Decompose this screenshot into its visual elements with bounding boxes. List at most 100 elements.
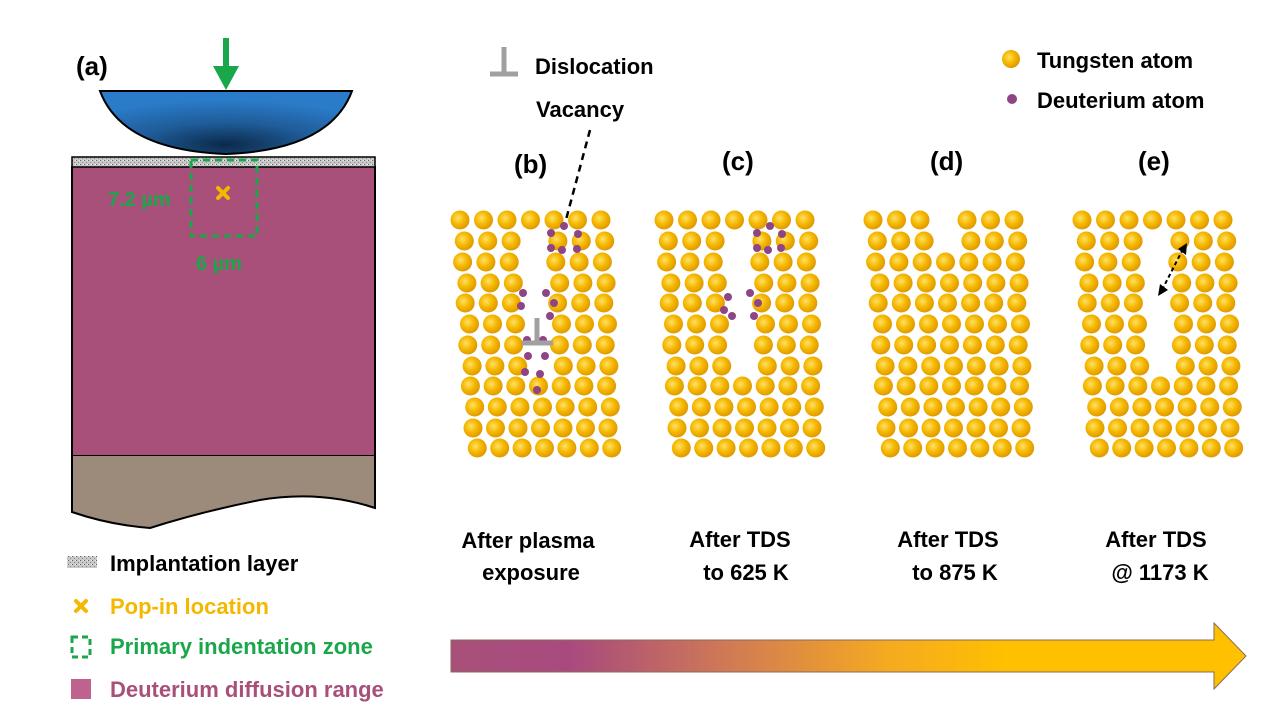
tungsten-atom [1079, 273, 1099, 293]
tungsten-atom [487, 397, 507, 417]
tungsten-atom [463, 418, 483, 438]
tungsten-atom [914, 231, 934, 251]
primary-indentation-zone [189, 158, 259, 238]
tungsten-atom [1130, 418, 1150, 438]
tungsten-atom [912, 252, 932, 272]
tungsten-atom [1098, 252, 1118, 272]
tungsten-atom [457, 273, 477, 293]
tungsten-atom [1219, 376, 1239, 396]
tungsten-atom [970, 438, 990, 458]
legend-implantation: Implantation layer [110, 551, 299, 576]
tungsten-atom [1075, 252, 1095, 272]
tungsten-atom [780, 418, 799, 438]
atom-lattices [450, 210, 1244, 458]
tungsten-atom [1080, 335, 1100, 355]
tungsten-atom [966, 418, 986, 438]
tungsten-atom [1121, 252, 1141, 272]
caption-b-line1: After plasma [461, 528, 595, 553]
tungsten-atom [735, 418, 754, 438]
tungsten-atom [798, 293, 818, 313]
tungsten-atom [1126, 335, 1146, 355]
tungsten-atom [1102, 273, 1122, 293]
deuterium-atom [574, 230, 582, 238]
deuterium-atom [766, 222, 774, 230]
tungsten-atom [553, 418, 573, 438]
tungsten-atom [1200, 397, 1220, 417]
tungsten-atom [1082, 314, 1101, 334]
legend-tungsten: Tungsten atom [1037, 48, 1193, 73]
tungsten-atom [1009, 273, 1029, 293]
tungsten-atom [707, 273, 727, 293]
tungsten-atom [1107, 356, 1127, 376]
tungsten-atom [938, 293, 957, 313]
tungsten-atom [1125, 273, 1145, 293]
tungsten-atom [549, 335, 569, 355]
tungsten-atom [458, 335, 478, 355]
tungsten-atom [984, 293, 1004, 313]
tungsten-atom [921, 356, 941, 376]
legend-left: Implantation layer Pop-in location Prima… [67, 551, 384, 702]
tungsten-atom [483, 314, 502, 334]
tungsten-atom [571, 293, 591, 313]
tungsten-atom [1170, 293, 1190, 313]
deuterium-atom [753, 244, 761, 252]
process-gradient-arrow [450, 621, 1247, 691]
tungsten-atom [725, 210, 744, 230]
tungsten-atom [961, 231, 981, 251]
tungsten-atom [1105, 376, 1125, 396]
tungsten-atom [478, 231, 498, 251]
tungsten-atom [1195, 273, 1215, 293]
tungsten-atom [1015, 438, 1035, 458]
tungsten-atom [483, 376, 503, 396]
tungsten-atom [691, 397, 711, 417]
tungsten-atom [1134, 438, 1154, 458]
tungsten-atom [598, 314, 617, 334]
tungsten-atom [465, 397, 485, 417]
tungsten-atom [1128, 314, 1147, 334]
tungsten-atom [501, 231, 521, 251]
tungsten-atom [965, 314, 984, 334]
tungsten-atom [896, 314, 915, 334]
tungsten-atom [595, 335, 615, 355]
tungsten-atom [796, 252, 816, 272]
tungsten-atom [925, 438, 945, 458]
deuterium-atom [724, 293, 732, 301]
tungsten-atom [942, 376, 961, 396]
tungsten-atom [1153, 418, 1172, 438]
tungsten-swatch [1002, 50, 1020, 68]
tungsten-atom [478, 293, 498, 313]
deuterium-atom [521, 368, 529, 376]
tungsten-atom [1100, 293, 1120, 313]
tungsten-atom [871, 335, 891, 355]
tungsten-atom [963, 273, 983, 293]
tungsten-atom [690, 418, 709, 438]
primary-zone-swatch [70, 635, 92, 659]
tungsten-atom [1123, 293, 1143, 313]
deuterium-atom [524, 352, 532, 360]
tungsten-atom [802, 314, 821, 334]
cross-icon [216, 186, 230, 200]
tungsten-atom [919, 314, 938, 334]
tungsten-atom [900, 397, 920, 417]
tungsten-atom [991, 397, 1011, 417]
tungsten-atom [569, 252, 589, 272]
tungsten-atom [682, 231, 702, 251]
deuterium-atom [750, 312, 758, 320]
tungsten-atom [1198, 418, 1217, 438]
tungsten-atom [531, 418, 550, 438]
tungsten-atom [1168, 252, 1188, 272]
caption-e-line1: After TDS [1105, 527, 1206, 552]
tungsten-atom [490, 438, 510, 458]
tungsten-atom [481, 335, 501, 355]
tungsten-atom [756, 314, 775, 334]
tungsten-atom [667, 418, 687, 438]
arrowhead-icon [1158, 284, 1168, 296]
tungsten-atom [944, 418, 963, 438]
tungsten-atom [1109, 397, 1129, 417]
tungsten-atom [598, 418, 618, 438]
tungsten-atom [968, 397, 988, 417]
tungsten-atom [870, 273, 890, 293]
diffusion-swatch [71, 679, 91, 699]
sample-block [71, 156, 376, 530]
